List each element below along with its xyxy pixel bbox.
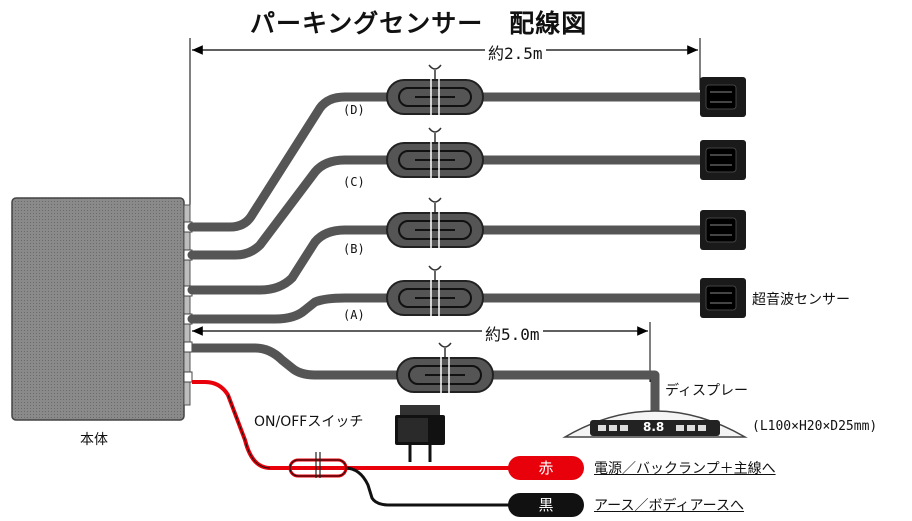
- main-unit-label: 本体: [80, 432, 108, 448]
- onoff-switch: [395, 405, 445, 462]
- wire-coil: [288, 452, 348, 478]
- cable-coils: [386, 64, 494, 395]
- black-wire-tag: 黒: [508, 493, 584, 517]
- channel-label-d: (D): [343, 103, 365, 117]
- sensor-cable-length: 約2.5m: [485, 40, 546, 64]
- black-wire-destination: アース／ボディアースへ: [594, 498, 744, 514]
- channel-label-a: (A): [343, 308, 365, 322]
- display-label: ディスプレー: [665, 383, 749, 399]
- channel-label-c: (C): [343, 175, 365, 189]
- display-readout: 8.8: [643, 420, 665, 434]
- main-unit: [11, 197, 193, 421]
- ultrasonic-sensor-label: 超音波センサー: [752, 292, 850, 308]
- display-size-label: (L100×H20×D25mm): [752, 419, 878, 434]
- sensor-cables: [187, 92, 705, 324]
- page-title: パーキングセンサー 配線図: [250, 9, 588, 38]
- channel-label-b: (B): [343, 242, 365, 256]
- onoff-switch-label: ON/OFFスイッチ: [254, 414, 364, 430]
- black-wire: [344, 466, 510, 507]
- display-unit: [562, 410, 748, 438]
- red-wire-destination: 電源／バックランプ＋主線へ: [594, 461, 776, 477]
- red-wire-tag: 赤: [508, 456, 584, 480]
- ultrasonic-sensors: [700, 77, 746, 318]
- display-cable-length: 約5.0m: [482, 321, 543, 345]
- display-cable: [192, 343, 660, 412]
